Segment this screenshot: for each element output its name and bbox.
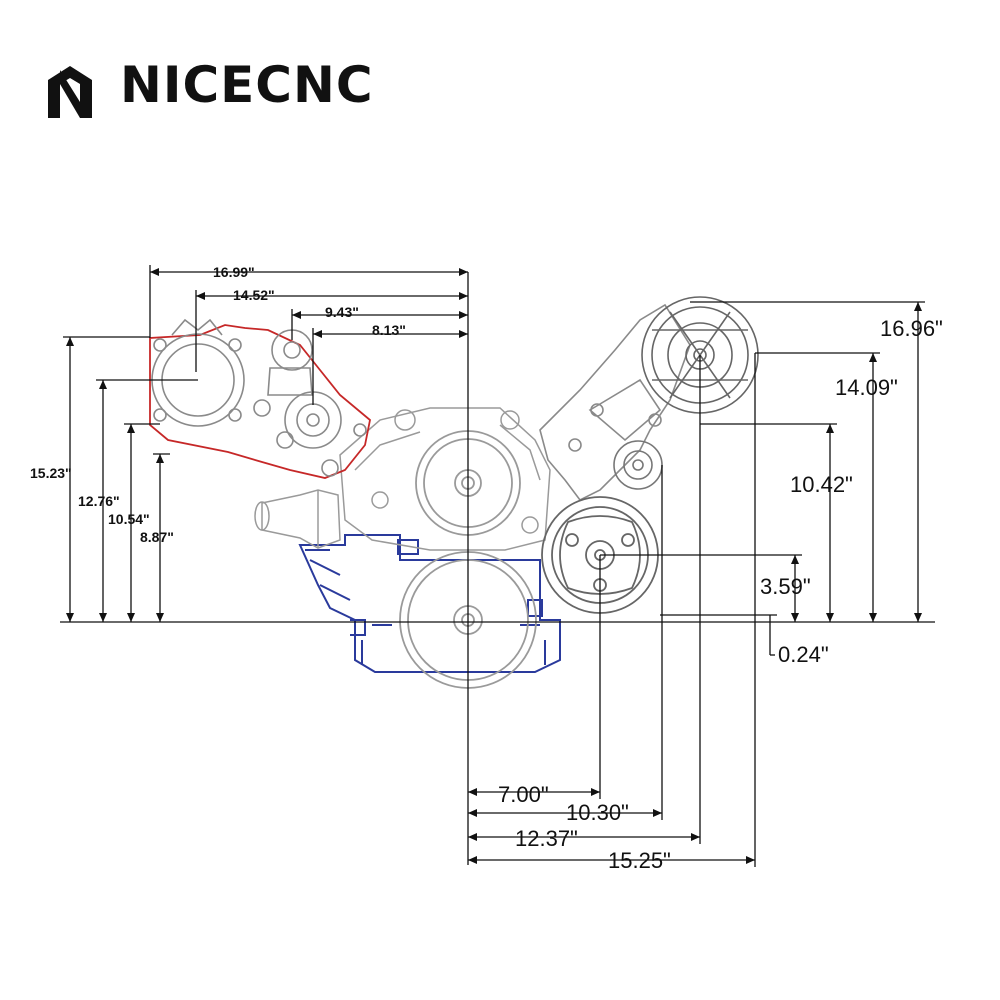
dim-label-top-1: 16.99": [213, 264, 255, 280]
dim-label-bottom-3: 12.37": [515, 826, 578, 851]
timing-cover-outline: [339, 407, 551, 551]
dim-label-left-3: 10.54": [108, 511, 150, 527]
dim-label-bottom-2: 10.30": [566, 800, 629, 825]
engine-block-outline: [298, 534, 561, 673]
dim-label-right-5: 0.24": [778, 642, 829, 667]
dim-label-bottom-4: 15.25": [608, 848, 671, 873]
brand-name: NICECNC: [120, 56, 374, 114]
idler-pulley: [613, 440, 663, 490]
dim-label-top-2: 14.52": [233, 287, 275, 303]
dim-label-left-4: 8.87": [140, 529, 174, 545]
dim-label-bottom-1: 7.00": [498, 782, 549, 807]
dim-label-top-4: 8.13": [372, 322, 406, 338]
dim-label-left-1: 15.23": [30, 465, 72, 481]
dim-label-right-3: 10.42": [790, 472, 853, 497]
dimension-arrows: [66, 268, 922, 864]
dim-label-right-2: 14.09": [835, 375, 898, 400]
dimension-lines: [60, 265, 935, 867]
left-bracket-parts: [151, 318, 367, 477]
dim-label-right-1: 16.96": [880, 316, 943, 341]
dim-label-right-4: 3.59": [760, 574, 811, 599]
left-bracket-outline: [149, 324, 371, 479]
inlet-pipe: [254, 489, 341, 549]
right-bracket-outline: [539, 303, 691, 502]
dim-label-left-2: 12.76": [78, 493, 120, 509]
dim-label-top-3: 9.43": [325, 304, 359, 320]
nicecnc-n-logo-icon: [48, 66, 92, 118]
